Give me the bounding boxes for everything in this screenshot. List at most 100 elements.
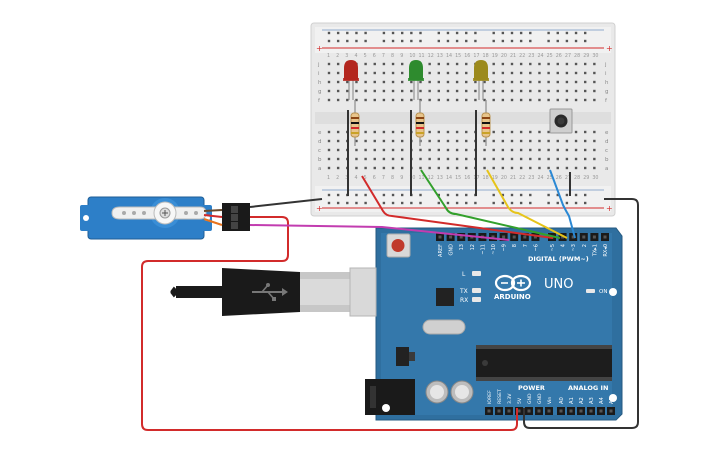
terminal-hole[interactable] <box>510 62 514 66</box>
terminal-hole[interactable] <box>446 80 450 84</box>
terminal-hole[interactable] <box>382 71 386 75</box>
terminal-hole[interactable] <box>483 157 486 161</box>
terminal-hole[interactable] <box>364 148 367 152</box>
rail-hole[interactable] <box>556 39 559 43</box>
power-jack[interactable] <box>365 379 415 415</box>
terminal-hole[interactable] <box>492 157 495 161</box>
terminal-hole[interactable] <box>529 139 532 143</box>
terminal-hole[interactable] <box>492 166 495 170</box>
terminal-hole[interactable] <box>437 166 440 170</box>
terminal-hole[interactable] <box>574 148 578 152</box>
terminal-hole[interactable] <box>391 80 395 84</box>
terminal-hole[interactable] <box>437 71 440 75</box>
terminal-hole[interactable] <box>391 98 395 102</box>
terminal-hole[interactable] <box>593 157 596 161</box>
terminal-hole[interactable] <box>373 80 376 84</box>
terminal-hole[interactable] <box>327 89 331 93</box>
rail-hole[interactable] <box>501 31 505 35</box>
terminal-hole[interactable] <box>501 148 505 152</box>
wire-servo-gnd[interactable] <box>249 198 323 208</box>
rail-hole[interactable] <box>465 39 468 43</box>
terminal-hole[interactable] <box>538 98 541 102</box>
terminal-hole[interactable] <box>574 80 578 84</box>
terminal-hole[interactable] <box>501 62 505 66</box>
terminal-hole[interactable] <box>501 98 505 102</box>
terminal-hole[interactable] <box>401 62 404 66</box>
terminal-hole[interactable] <box>519 139 523 143</box>
rail-hole[interactable] <box>574 31 578 35</box>
led-green[interactable] <box>408 60 424 100</box>
rail-hole[interactable] <box>519 193 523 197</box>
terminal-hole[interactable] <box>465 80 468 84</box>
terminal-hole[interactable] <box>428 62 431 66</box>
rail-hole[interactable] <box>446 193 450 197</box>
terminal-hole[interactable] <box>593 98 596 102</box>
rail-hole[interactable] <box>401 193 404 197</box>
rail-hole[interactable] <box>574 201 578 205</box>
terminal-hole[interactable] <box>391 148 395 152</box>
terminal-hole[interactable] <box>391 130 395 134</box>
wire-servo-5v[interactable] <box>141 216 518 431</box>
terminal-hole[interactable] <box>547 98 550 102</box>
terminal-hole[interactable] <box>556 166 559 170</box>
terminal-hole[interactable] <box>556 89 559 93</box>
terminal-hole[interactable] <box>391 62 395 66</box>
terminal-hole[interactable] <box>336 62 340 66</box>
terminal-hole[interactable] <box>510 71 514 75</box>
rail-hole[interactable] <box>510 193 514 197</box>
terminal-hole[interactable] <box>455 130 459 134</box>
terminal-hole[interactable] <box>382 62 386 66</box>
rail-hole[interactable] <box>455 193 459 197</box>
power-pin-header[interactable] <box>485 407 553 415</box>
terminal-hole[interactable] <box>584 166 587 170</box>
rail-hole[interactable] <box>327 193 331 197</box>
terminal-hole[interactable] <box>492 80 495 84</box>
rail-hole[interactable] <box>519 39 523 43</box>
rail-hole[interactable] <box>519 31 523 35</box>
terminal-hole[interactable] <box>492 89 495 93</box>
terminal-hole[interactable] <box>401 157 404 161</box>
rail-hole[interactable] <box>547 39 550 43</box>
terminal-hole[interactable] <box>565 62 569 66</box>
terminal-hole[interactable] <box>547 71 550 75</box>
terminal-hole[interactable] <box>455 157 459 161</box>
rail-hole[interactable] <box>346 201 349 205</box>
terminal-hole[interactable] <box>327 98 331 102</box>
terminal-hole[interactable] <box>556 157 559 161</box>
rail-hole[interactable] <box>492 31 495 35</box>
rail-hole[interactable] <box>565 201 569 205</box>
rail-hole[interactable] <box>455 31 459 35</box>
rail-hole[interactable] <box>465 201 468 205</box>
terminal-hole[interactable] <box>547 89 550 93</box>
terminal-hole[interactable] <box>474 98 477 102</box>
terminal-hole[interactable] <box>401 98 404 102</box>
rail-hole[interactable] <box>556 31 559 35</box>
terminal-hole[interactable] <box>519 166 523 170</box>
rail-hole[interactable] <box>391 39 395 43</box>
terminal-hole[interactable] <box>410 80 413 84</box>
terminal-hole[interactable] <box>437 157 440 161</box>
terminal-hole[interactable] <box>501 139 505 143</box>
rail-hole[interactable] <box>382 193 386 197</box>
terminal-hole[interactable] <box>446 98 450 102</box>
terminal-hole[interactable] <box>355 89 358 93</box>
terminal-hole[interactable] <box>355 166 358 170</box>
terminal-hole[interactable] <box>336 130 340 134</box>
terminal-hole[interactable] <box>401 80 404 84</box>
terminal-hole[interactable] <box>391 71 395 75</box>
terminal-hole[interactable] <box>565 139 569 143</box>
terminal-hole[interactable] <box>446 62 450 66</box>
terminal-hole[interactable] <box>455 62 459 66</box>
terminal-hole[interactable] <box>446 139 450 143</box>
rail-hole[interactable] <box>574 39 578 43</box>
terminal-hole[interactable] <box>364 62 367 66</box>
terminal-hole[interactable] <box>565 71 569 75</box>
terminal-hole[interactable] <box>510 148 514 152</box>
rail-hole[interactable] <box>529 31 532 35</box>
rail-hole[interactable] <box>547 193 550 197</box>
rail-hole[interactable] <box>556 201 559 205</box>
terminal-hole[interactable] <box>529 62 532 66</box>
rail-hole[interactable] <box>382 201 386 205</box>
terminal-hole[interactable] <box>584 157 587 161</box>
terminal-hole[interactable] <box>593 89 596 93</box>
